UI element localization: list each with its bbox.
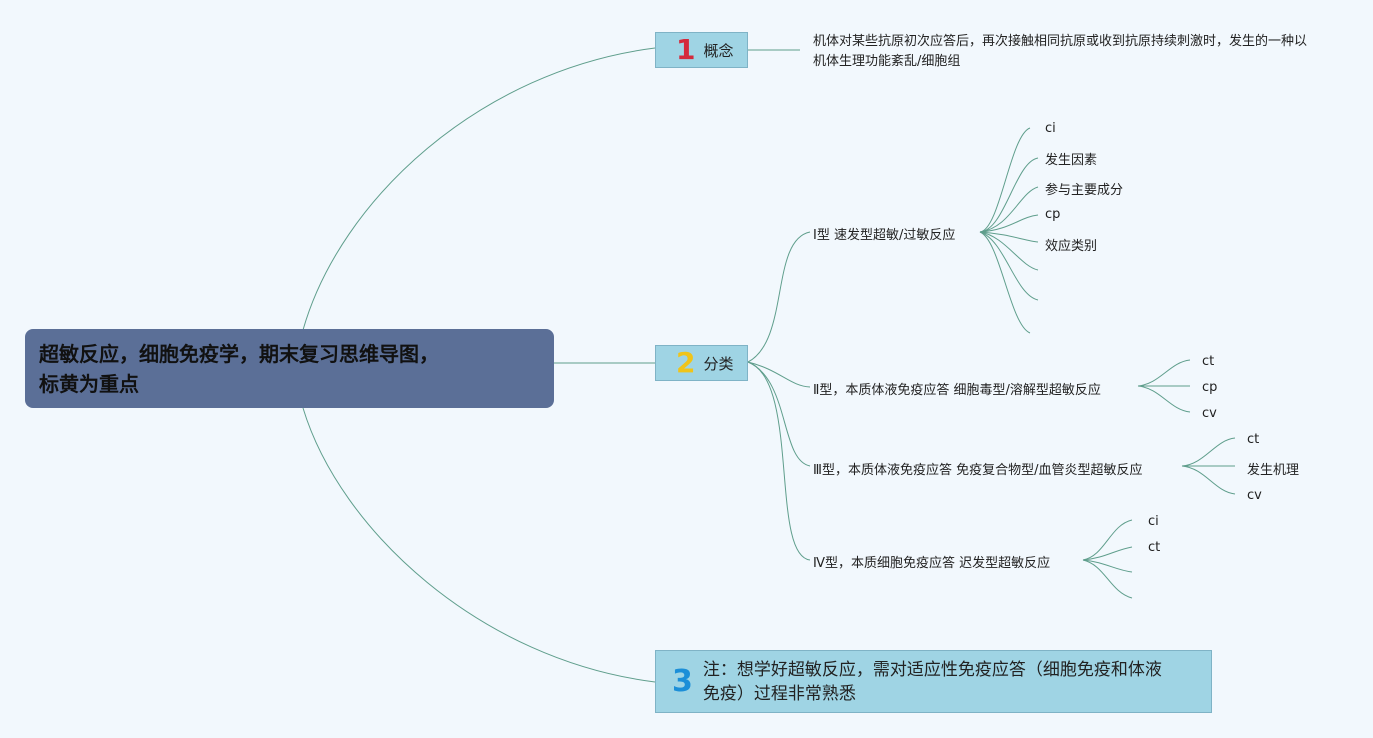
connector-topic2-type2 — [747, 361, 811, 388]
topic-classification-label: 分类 — [703, 354, 734, 373]
note-line1: 注：想学好超敏反应，需对适应性免疫应答（细胞免疫和体液 — [702, 659, 1162, 680]
connector-topic2-type3 — [747, 361, 811, 467]
type1-node[interactable]: Ⅰ型 速发型超敏/过敏反应 — [813, 228, 956, 243]
connector-topic2-type1 — [747, 231, 811, 363]
marker-2-icon: 2 — [676, 346, 696, 379]
connector-root-topic1 — [302, 47, 656, 331]
type1-child[interactable]: 参与主要成分 — [1045, 183, 1124, 198]
type2-node[interactable]: Ⅱ型，本质体液免疫应答 细胞毒型/溶解型超敏反应 — [813, 383, 1101, 398]
marker-1-icon: 1 — [676, 33, 696, 66]
type4-child[interactable]: ct — [1148, 540, 1161, 555]
central-topic-line2: 标黄为重点 — [39, 372, 139, 396]
topic-note[interactable]: 3 注：想学好超敏反应，需对适应性免疫应答（细胞免疫和体液 免疫）过程非常熟悉 — [655, 650, 1212, 713]
type2-child[interactable]: ct — [1202, 354, 1215, 369]
type4-child[interactable]: ci — [1148, 514, 1159, 529]
connector-topic2-type4 — [747, 361, 811, 561]
topic-concept-label: 概念 — [703, 41, 734, 60]
type1-child[interactable]: 效应类别 — [1045, 239, 1098, 254]
type2-child[interactable]: cv — [1202, 406, 1217, 421]
topic-concept[interactable]: 1 概念 — [655, 32, 748, 68]
type3-child[interactable]: 发生机理 — [1247, 463, 1300, 478]
type4-node[interactable]: Ⅳ型，本质细胞免疫应答 迟发型超敏反应 — [813, 556, 1051, 571]
marker-3-icon: 3 — [672, 663, 693, 699]
central-topic[interactable]: 超敏反应，细胞免疫学，期末复习思维导图， 标黄为重点 — [25, 329, 554, 408]
type1-child[interactable]: ci — [1045, 121, 1056, 136]
topic-classification[interactable]: 2 分类 — [655, 345, 748, 381]
note-line2: 免疫）过程非常熟悉 — [702, 683, 856, 704]
concept-detail[interactable]: 机体对某些抗原初次应答后，再次接触相同抗原或收到抗原持续刺激时，发生的一种以机体… — [813, 34, 1308, 69]
type1-child[interactable]: cp — [1045, 207, 1061, 222]
type3-node[interactable]: Ⅲ型，本质体液免疫应答 免疫复合物型/血管炎型超敏反应 — [813, 463, 1143, 478]
type3-child[interactable]: ct — [1247, 432, 1260, 447]
central-topic-line1: 超敏反应，细胞免疫学，期末复习思维导图， — [39, 342, 439, 366]
connector-root-topic3 — [302, 407, 656, 683]
type1-child[interactable]: 发生因素 — [1045, 153, 1098, 168]
type2-child[interactable]: cp — [1202, 380, 1218, 395]
type3-child[interactable]: cv — [1247, 488, 1262, 503]
